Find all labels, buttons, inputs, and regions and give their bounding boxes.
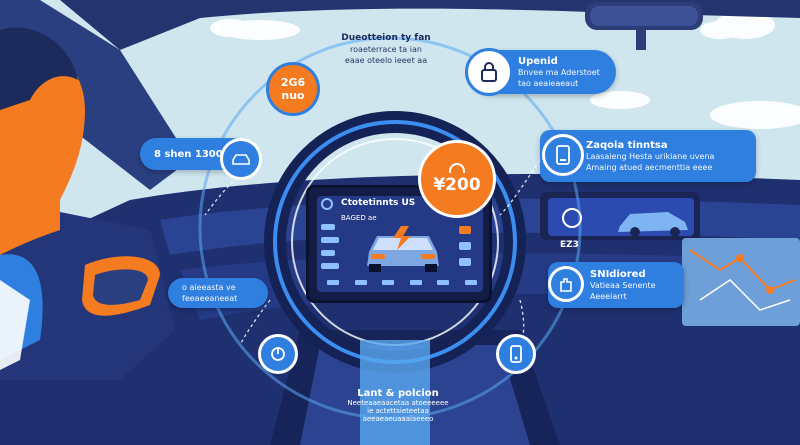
left-badge-line2: nuo (281, 89, 305, 102)
hand-icon[interactable] (548, 266, 584, 302)
toolbar-button[interactable] (327, 280, 339, 285)
car-icon[interactable] (220, 138, 262, 180)
callout-top-center-line3: eaae oteelo ieeet aa (344, 55, 428, 65)
callout-bottom: Lant & polcion Neeteaaeaacetaa atoeeeeee… (336, 388, 460, 423)
toolbar-button[interactable] (437, 280, 450, 285)
callout-bottom-line2: ie actettsieteetaa (367, 407, 429, 415)
toolbar-button[interactable] (382, 280, 395, 285)
car-icon (367, 226, 439, 272)
screen-title: Ctotetinnts US (341, 198, 416, 208)
callout-right-lower-title: SNIdiored (590, 268, 646, 280)
callout-left-lower-line2: feeaeeaneeat (182, 294, 238, 303)
price-badge: ¥200 (418, 140, 496, 218)
price-value: ¥200 (433, 175, 481, 195)
callout-right-upper-line1: Laasaieng Hesta urikiane uvena (586, 151, 715, 161)
screen-menu-column (321, 224, 351, 269)
lock-icon[interactable] (465, 48, 513, 96)
callout-right-upper-line2: Amaing atued aecmenttia eeee (586, 162, 713, 172)
callout-bottom-line1: Neeteaaeaacetaa atoeeeeee (347, 399, 449, 407)
callout-left-lower: o aieeasta ve feeaeeaneeat (168, 278, 268, 308)
screen-toolbar (327, 280, 477, 288)
callout-top-center: Dueotteion ty fan roaeterrace ta ian eaa… (312, 26, 460, 72)
callout-right-lower-line1: Vatieaa Senente (590, 280, 656, 290)
clouds (210, 11, 800, 129)
callout-bottom-title: Lant & polcion (357, 388, 439, 399)
callout-left-lower-line1: o aieeasta ve (182, 283, 236, 292)
callout-right-upper-title: Zaqoia tinntsa (586, 139, 668, 151)
screen-shortcut[interactable] (459, 242, 471, 250)
tablet-icon[interactable] (496, 334, 536, 374)
screen-menu-item[interactable] (321, 263, 339, 269)
cluster-readout: EZ3 (560, 240, 579, 250)
screen-subtitle: BAGED ae (341, 214, 377, 222)
callout-top-right-line1: Bnvee ma Aderstoet (518, 67, 600, 77)
toolbar-button[interactable] (354, 280, 367, 285)
callout-bottom-line3: aeeaeaeuaaaiaeeeo (362, 415, 434, 423)
plug-icon[interactable] (258, 334, 298, 374)
toolbar-button[interactable] (409, 280, 422, 285)
steering-column (360, 340, 430, 445)
callout-top-right-title: Upenid (518, 55, 558, 67)
callout-top-right-line2: tao aeaieaeaut (518, 78, 579, 88)
callout-left-pill-label: 8 shen 1300 (154, 148, 223, 160)
screen-shortcut[interactable] (459, 226, 471, 234)
clock-icon (562, 208, 582, 228)
phone-icon[interactable] (542, 134, 584, 176)
callout-top-center-line1: Dueotteion ty fan (341, 32, 431, 43)
screen-menu-item[interactable] (321, 224, 335, 230)
screen-menu-item[interactable] (321, 237, 339, 243)
callout-top-center-line2: roaeterrace ta ian (350, 44, 422, 54)
left-badge-line1: 2G6 (280, 76, 306, 89)
left-orange-badge: 2G6 nuo (266, 62, 320, 116)
screen-settings-icon[interactable] (321, 198, 333, 210)
screen-shortcut[interactable] (459, 258, 471, 266)
gauge-icon (449, 163, 465, 173)
screen-right-icons (459, 226, 471, 266)
screen-menu-item[interactable] (321, 250, 335, 256)
callout-right-lower-line2: Aeeeiarrt (590, 291, 627, 301)
map-panel (682, 238, 800, 326)
toolbar-button[interactable] (464, 280, 477, 285)
